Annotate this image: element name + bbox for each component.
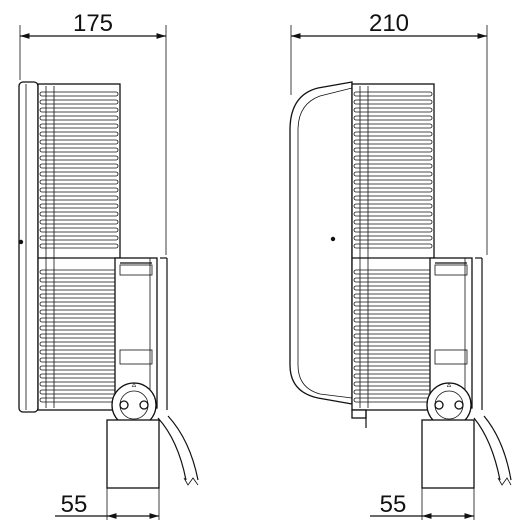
heatsink-fin — [39, 155, 119, 161]
left-bottom-dimension-label: 55 — [61, 491, 88, 518]
heatsink-fin — [39, 235, 119, 241]
heatsink-fin — [39, 139, 119, 145]
left-bottom-dimension: 55 — [55, 491, 159, 519]
heatsink-fin — [39, 203, 119, 209]
heatsink-fin — [39, 219, 119, 225]
left-knob: Δ — [111, 382, 157, 428]
left-view: 175 Δ — [18, 10, 199, 520]
right-heatsink — [351, 83, 435, 411]
heatsink-fin — [353, 227, 433, 233]
heatsink-fin — [39, 211, 119, 217]
heatsink-fin — [353, 107, 433, 113]
right-top-dimension-label: 210 — [369, 10, 409, 37]
heatsink-fin — [39, 163, 119, 169]
right-top-dimension: 210 — [290, 10, 488, 255]
heatsink-fin — [353, 171, 433, 177]
right-bottom-dimension-label: 55 — [380, 491, 407, 518]
heatsink-fin — [353, 163, 433, 169]
heatsink-fin — [353, 219, 433, 225]
heatsink-fin — [39, 179, 119, 185]
right-cable — [473, 415, 512, 486]
heatsink-fin — [39, 91, 119, 97]
heatsink-fin — [353, 115, 433, 121]
heatsink-fin — [353, 155, 433, 161]
heatsink-fin — [39, 147, 119, 153]
heatsink-fin — [353, 99, 433, 105]
left-cable — [157, 415, 199, 486]
heatsink-fin — [353, 123, 433, 129]
heatsink-fin — [39, 131, 119, 137]
heatsink-fin — [353, 203, 433, 209]
heatsink-fin — [39, 99, 119, 105]
heatsink-fin — [353, 235, 433, 241]
heatsink-fin — [39, 107, 119, 113]
heatsink-fin — [39, 195, 119, 201]
left-top-dimension: 175 — [19, 10, 167, 255]
heatsink-fin — [353, 131, 433, 137]
heatsink-fin — [353, 243, 433, 249]
right-bottom-dimension: 55 — [370, 491, 474, 519]
heatsink-fin — [39, 227, 119, 233]
right-knob: Δ — [426, 382, 472, 428]
heatsink-fin — [353, 211, 433, 217]
heatsink-fin — [353, 179, 433, 185]
left-bezel — [18, 81, 39, 413]
svg-text:Δ: Δ — [447, 383, 451, 389]
right-view: 210 — [289, 10, 512, 520]
heatsink-fin — [353, 147, 433, 153]
svg-text:Δ: Δ — [132, 383, 136, 389]
heatsink-fin — [353, 187, 433, 193]
left-stand — [106, 419, 160, 520]
heatsink-fin — [39, 115, 119, 121]
right-stand — [421, 419, 475, 520]
heatsink-fin — [39, 123, 119, 129]
right-lens — [289, 81, 353, 405]
left-top-dimension-label: 175 — [73, 10, 113, 37]
left-heatsink — [37, 83, 121, 411]
heatsink-fin — [353, 139, 433, 145]
heatsink-fin — [353, 91, 433, 97]
heatsink-fin — [39, 171, 119, 177]
heatsink-fin — [353, 195, 433, 201]
right-tab — [351, 409, 367, 428]
heatsink-fin — [39, 243, 119, 249]
heatsink-fin — [39, 187, 119, 193]
